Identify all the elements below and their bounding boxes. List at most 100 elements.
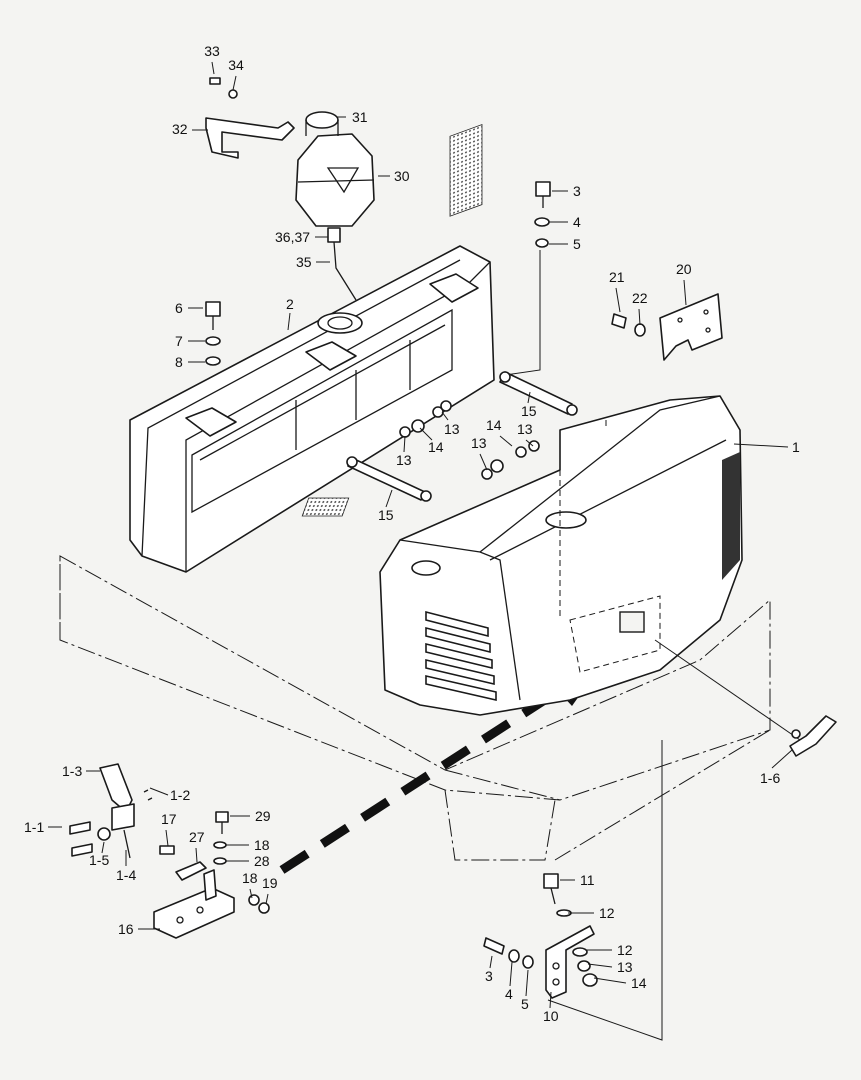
callout-leader-line <box>525 969 529 997</box>
callout-label: 1-6 <box>760 770 780 786</box>
callout-15: 15 <box>521 391 537 419</box>
callout-leader-line <box>587 963 613 968</box>
callout-leader-line <box>385 489 393 508</box>
callout-label: 1 <box>792 439 800 455</box>
callout-34: 34 <box>228 57 244 91</box>
callout-label: 12 <box>617 942 633 958</box>
callout-label: 34 <box>228 57 244 73</box>
callout-leader-line <box>165 829 169 847</box>
callout-label: 7 <box>175 333 183 349</box>
callout-label: 1-3 <box>62 763 82 779</box>
callout-leader-line <box>249 888 253 899</box>
callout-label: 27 <box>189 829 205 845</box>
callout-leader-line <box>733 443 789 448</box>
callout-35: 35 <box>296 254 330 270</box>
assembly-guide-lines <box>504 250 801 1041</box>
callout-leader-line <box>549 991 552 1009</box>
callout-label: 19 <box>262 875 278 891</box>
callout-label: 13 <box>617 959 633 975</box>
callout-17: 17 <box>161 811 177 847</box>
callout-label: 18 <box>254 837 270 853</box>
callout-label: 6 <box>175 300 183 316</box>
callout-7: 7 <box>175 333 205 349</box>
callout-1-4: 1-4 <box>116 850 136 883</box>
callout-leader-line <box>489 955 493 969</box>
part-30-coolant-tank <box>295 111 375 301</box>
callout-leader-line <box>527 391 531 404</box>
callout-14: 14 <box>486 417 513 447</box>
callout-label: 36,37 <box>275 229 310 245</box>
callout-leader-line <box>638 308 641 326</box>
callout-22: 22 <box>632 290 648 326</box>
callout-label: 20 <box>676 261 692 277</box>
hood-vent-slots <box>425 610 497 702</box>
callout-30: 30 <box>378 168 410 184</box>
callout-18: 18 <box>226 837 270 853</box>
callout-8: 8 <box>175 354 205 370</box>
nut-washer-group-13-14 <box>399 400 540 480</box>
callout-label: 8 <box>175 354 183 370</box>
callout-label: 31 <box>352 109 368 125</box>
callout-label: 1-1 <box>24 819 44 835</box>
callout-leader-line <box>479 453 488 471</box>
callout-label: 17 <box>161 811 177 827</box>
callout-label: 5 <box>521 996 529 1012</box>
callout-label: 5 <box>573 236 581 252</box>
bolt-group-6-7-8 <box>205 301 221 366</box>
bolt-group-3-4-5-top <box>534 181 551 248</box>
callout-12: 12 <box>586 942 633 958</box>
callout-leader-line <box>683 279 687 306</box>
callout-4: 4 <box>549 214 581 230</box>
callout-leader-line <box>101 841 105 854</box>
callout-14: 14 <box>593 975 647 991</box>
callout-label: 4 <box>573 214 581 230</box>
callout-label: 13 <box>396 452 412 468</box>
callout-label: 3 <box>573 183 581 199</box>
callout-33: 33 <box>204 43 220 75</box>
callout-leader-line <box>593 977 627 984</box>
callout-label: 1-4 <box>116 867 136 883</box>
callout-13: 13 <box>471 435 488 471</box>
part-20-latch-plate <box>611 293 723 361</box>
callout-label: 2 <box>286 296 294 312</box>
callout-label: 35 <box>296 254 312 270</box>
callout-1-6: 1-6 <box>760 749 793 786</box>
callout-leader-line <box>509 961 513 987</box>
callout-13: 13 <box>396 435 412 468</box>
callout-label: 14 <box>631 975 647 991</box>
callout-label: 3 <box>485 968 493 984</box>
callout-layer: 333432313036,373567823452122201151513141… <box>24 43 800 1024</box>
part-32-tank-bracket <box>205 77 295 159</box>
callout-leader-line <box>441 411 449 421</box>
callout-label: 13 <box>517 421 533 437</box>
callout-leader-line <box>615 287 621 313</box>
callout-19: 19 <box>262 875 278 905</box>
callout-15: 15 <box>378 489 394 523</box>
callout-29: 29 <box>230 808 271 824</box>
part-1-hood <box>301 395 743 716</box>
callout-14: 14 <box>419 427 444 455</box>
callout-21: 21 <box>609 269 625 313</box>
callout-leader-line <box>265 893 269 905</box>
callout-5: 5 <box>549 236 581 252</box>
callout-5: 5 <box>521 969 529 1012</box>
callout-leader-line <box>232 75 237 91</box>
callout-leader-line <box>287 312 291 331</box>
callout-label: 10 <box>543 1008 559 1024</box>
callout-6: 6 <box>175 300 203 316</box>
callout-13: 13 <box>517 421 534 447</box>
callout-label: 14 <box>428 439 444 455</box>
callout-27: 27 <box>189 829 205 863</box>
callout-16: 16 <box>118 921 160 937</box>
callout-label: 13 <box>444 421 460 437</box>
callout-label: 1-5 <box>89 852 109 868</box>
callout-32: 32 <box>172 121 208 137</box>
callout-label: 28 <box>254 853 270 869</box>
callout-36-37: 36,37 <box>275 229 328 245</box>
callout-leader-line <box>419 427 433 441</box>
callout-13: 13 <box>441 411 460 437</box>
callout-1-3: 1-3 <box>62 763 100 779</box>
callout-1-5: 1-5 <box>89 841 109 868</box>
callout-28: 28 <box>226 853 270 869</box>
